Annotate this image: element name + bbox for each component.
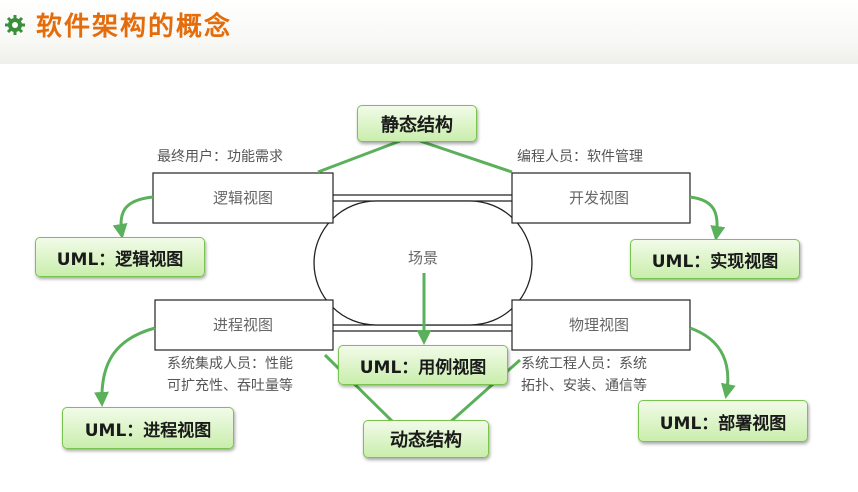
dynamic-structure-box: 动态结构 <box>363 420 489 458</box>
header-band <box>0 0 858 64</box>
uml-logical-view-box: UML：逻辑视图 <box>35 237 205 277</box>
development-view-box <box>511 172 691 224</box>
page-title: 软件架构的概念 <box>36 12 233 42</box>
integrator-note-line2: 可扩充性、吞吐量等 <box>167 378 293 394</box>
engineer-note-line2: 拓扑、安装、通信等 <box>521 378 647 394</box>
engineer-note-line1: 系统工程人员：系统 <box>521 356 647 372</box>
end-user-note: 最终用户：功能需求 <box>157 149 283 165</box>
logical-view-label: 逻辑视图 <box>213 189 274 207</box>
scenario-ellipse <box>313 200 533 326</box>
uml-implementation-view-box: UML：实现视图 <box>630 239 800 279</box>
physical-view-box <box>511 299 691 351</box>
integrator-note-line1: 系统集成人员：性能 <box>167 356 293 372</box>
static-structure-box: 静态结构 <box>357 105 477 142</box>
process-view-label: 进程视图 <box>213 316 274 334</box>
green-connectors <box>93 139 736 426</box>
uml-use-case-view-box: UML：用例视图 <box>338 345 508 385</box>
development-view-label: 开发视图 <box>569 189 630 207</box>
uml-deployment-view-box: UML：部署视图 <box>638 400 808 442</box>
uml-process-view-box: UML：进程视图 <box>62 407 234 449</box>
scenario-label: 场景 <box>408 249 439 267</box>
physical-view-label: 物理视图 <box>569 316 630 334</box>
programmer-note: 编程人员：软件管理 <box>517 149 643 165</box>
gear-icon <box>5 15 25 35</box>
process-view-box <box>154 299 334 351</box>
